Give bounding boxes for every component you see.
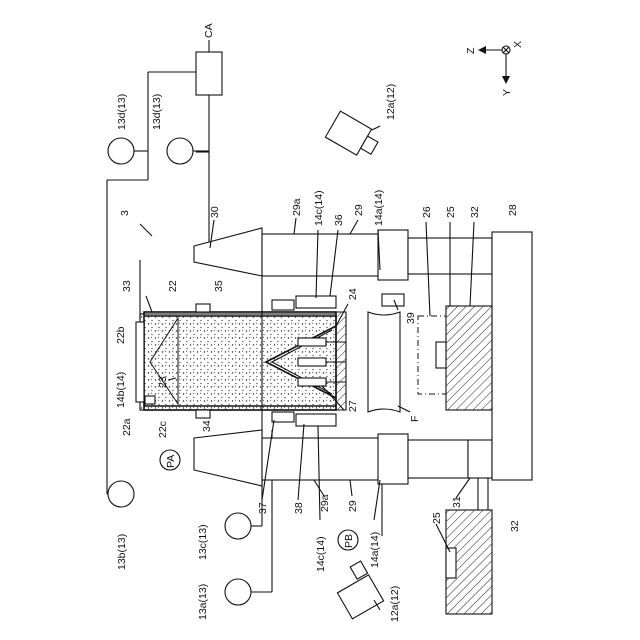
label-13a: 13a(13) [197,584,209,620]
label-24: 24 [347,288,359,300]
controller-box [196,52,222,95]
leader-33 [146,296,152,312]
leader-14a-bottom [374,480,380,520]
sensor-13d-a [108,138,134,164]
label-29a-bottom: 29a [319,494,331,512]
label-22c: 22c [157,421,169,438]
block-top [272,300,294,310]
sensors-top [108,138,209,164]
label-13c: 13c(13) [197,524,209,560]
label-13b: 13b(13) [116,534,128,570]
label-37: 37 [257,502,269,514]
label-14c-bottom: 14c(14) [315,536,327,572]
heater-27-b [298,358,326,366]
label-33: 33 [121,280,133,292]
label-PA: PA [165,455,177,468]
label-29-bottom: 29 [347,500,359,512]
leader-29-top [350,220,358,234]
sensor-13a [225,579,251,605]
camera-bottom [329,561,383,619]
label-26: 26 [421,206,433,218]
label-3: 3 [119,210,131,216]
heater-27-c [298,378,326,386]
label-X: X [512,41,524,48]
label-Z: Z [465,47,477,54]
stage-top [418,306,492,410]
column-lower-right [408,440,468,478]
label-12a-top: 12a(12) [385,84,397,120]
leader-3 [140,224,152,236]
leader-29-bottom [350,480,352,496]
label-25-top: 25 [445,206,457,218]
base-28 [492,232,532,480]
label-PB: PB [343,534,355,548]
sensor-13b [108,481,134,507]
label-14c-top: 14c(14) [313,190,325,226]
bracket-14a-top [378,230,408,280]
axis-y-arrow [502,76,510,84]
mount-39 [382,294,404,306]
label-13d-a: 13d(13) [116,94,128,130]
leader-31 [456,478,470,498]
workpiece-25-top [436,342,446,368]
label-35: 35 [213,280,225,292]
camera-bottom-body [337,575,383,619]
bracket-14a-bottom [378,434,408,484]
label-32-bottom: 32 [509,520,521,532]
leader-12a-top [372,126,380,130]
seal-22a [145,396,155,404]
label-29-top: 29 [353,204,365,216]
sensor-13d-b [167,138,193,164]
mold-end-cap [336,312,346,410]
label-25-bottom: 25 [431,512,443,524]
plate-36-bottom [296,414,336,426]
block-bottom [272,412,294,422]
label-12a-bottom: 12a(12) [389,586,401,622]
clamp-34 [196,410,210,418]
label-28: 28 [507,204,519,216]
clamp-35 [196,304,210,312]
workpiece-25-bottom [446,548,456,578]
axis-indicator [478,46,510,84]
label-39: 39 [405,312,417,324]
label-14a-top: 14a(14) [373,190,385,226]
frame-30-bottom [194,430,262,486]
label-CA: CA [203,23,215,38]
axis-z-arrow [478,46,486,54]
label-29a-top: 29a [291,198,303,216]
label-Y: Y [501,89,513,96]
column-29-bottom [262,438,384,480]
leader-29a-top [294,218,296,234]
sensor-13c [225,513,251,539]
label-22b: 22b [115,326,127,344]
lens-body [368,312,400,412]
label-31: 31 [451,496,463,508]
label-34: 34 [201,420,213,432]
label-14b: 14b(14) [115,372,127,408]
label-27: 27 [347,400,359,412]
lid-22b [136,322,144,402]
heater-27-a [298,338,326,346]
label-22: 22 [167,280,179,292]
label-14a-bottom: 14a(14) [369,532,381,568]
label-23: 23 [157,376,169,388]
label-30: 30 [209,206,221,218]
label-38: 38 [293,502,305,514]
lens-F [368,294,404,412]
frame-30-top [194,228,262,276]
stage-32-top [446,306,492,410]
label-F: F [409,416,421,422]
column-29-top [262,234,384,276]
label-36: 36 [333,214,345,226]
label-22a: 22a [121,418,133,436]
camera-top [325,111,382,161]
label-32-top: 32 [469,206,481,218]
joint-31 [468,440,492,478]
label-13d-b: 13d(13) [151,94,163,130]
